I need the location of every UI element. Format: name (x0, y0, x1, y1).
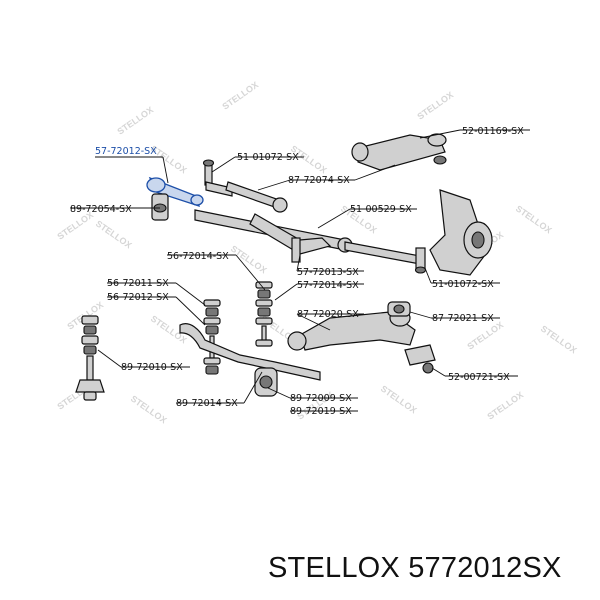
label-51-00529: 51-00529-SX (350, 204, 412, 215)
idler-bracket (151, 193, 169, 221)
drag-link (344, 241, 421, 265)
label-89-72014: 89-72014-SX (176, 398, 238, 409)
label-87-72074: 87-72074-SX (288, 175, 350, 186)
watermark-text: STELLOX (485, 390, 525, 422)
watermark-text: STELLOX (379, 383, 419, 415)
label-89-72019: 89-72019-SX (290, 406, 352, 417)
stabilizer-link-stack-left (203, 299, 221, 375)
label-89-72010: 89-72010-SX (121, 362, 183, 373)
watermark-text: STELLOX (539, 323, 579, 355)
label-51-01072-bottom: 51-01072-SX (432, 279, 494, 290)
watermark-text: STELLOX (115, 105, 155, 137)
ball-joint (404, 344, 436, 374)
label-56-72014: 56-72014-SX (167, 251, 229, 262)
part-labels: 57-72012-SX 89-72054-SX 51-01072-SX 87-7… (70, 126, 524, 417)
brand-part-number-caption: STELLOX 5772012SX (268, 552, 562, 584)
label-89-72009: 89-72009-SX (290, 393, 352, 404)
steering-knuckle (429, 189, 493, 276)
label-57-72012-highlighted: 57-72012-SX (95, 146, 157, 157)
label-52-01169: 52-01169-SX (462, 126, 524, 137)
tie-rod-end-left (202, 159, 233, 197)
stabilizer-link-stack-center (255, 281, 273, 347)
shock-stack-left (75, 315, 105, 401)
label-87-72020: 87-72020-SX (297, 309, 359, 320)
label-52-00721: 52-00721-SX (448, 372, 510, 383)
label-56-72012: 56-72012-SX (107, 292, 169, 303)
bushing-87-72021 (387, 301, 411, 317)
leader-lines (70, 129, 530, 412)
label-87-72021: 87-72021-SX (432, 313, 494, 324)
watermark-text: STELLOX (129, 393, 169, 425)
label-89-72054: 89-72054-SX (70, 204, 132, 215)
tie-rod-joint (272, 197, 288, 213)
watermark-text: STELLOX (465, 320, 505, 352)
stabilizer-bar (179, 323, 321, 381)
label-57-72014: 57-72014-SX (297, 280, 359, 291)
watermark-text: STELLOX (94, 218, 134, 250)
tie-rod-end-right (414, 247, 427, 274)
idler-arm-highlighted (146, 176, 204, 208)
watermark-text: STELLOX (514, 203, 554, 235)
label-51-01072-top: 51-01072-SX (237, 152, 299, 163)
watermark-text: STELLOX (220, 80, 260, 112)
idler-post (291, 237, 301, 263)
upper-control-arm (351, 133, 447, 171)
stabilizer-bushing (254, 367, 278, 397)
watermark-text: STELLOX (415, 90, 455, 122)
label-57-72013: 57-72013-SX (297, 267, 359, 278)
label-56-72011: 56-72011-SX (107, 278, 169, 289)
